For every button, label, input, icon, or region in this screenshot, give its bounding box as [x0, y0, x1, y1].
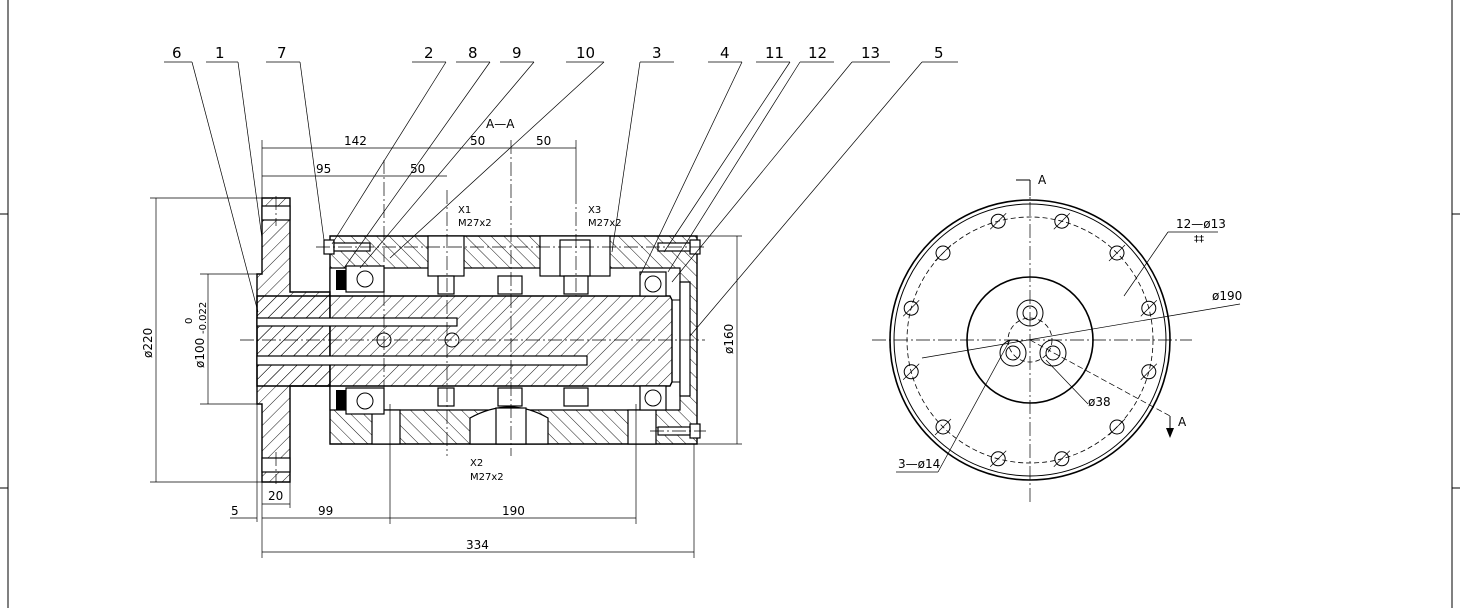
- dim-dia100: ø100: [193, 338, 207, 368]
- dim-dia100-tol-upper: 0: [184, 318, 195, 324]
- bolt-hole-centerline: [1108, 418, 1126, 436]
- port-x2-thread: M27x2: [470, 472, 504, 483]
- port-x1-thread: M27x2: [458, 218, 492, 229]
- holes-callout: 12—ø13: [1176, 217, 1226, 231]
- dim-142: 142: [344, 134, 367, 148]
- port-x1-name: X1: [458, 205, 471, 216]
- balloon-4: 4: [720, 44, 730, 62]
- port-x1-boss: [427, 235, 465, 277]
- bolt-hole-centerline: [1140, 363, 1158, 381]
- cut-label-bottom: A: [1178, 415, 1187, 429]
- dim-dia220: ø220: [141, 328, 155, 358]
- cut-label-top: A: [1038, 173, 1047, 187]
- pcd-label: ø190: [1212, 289, 1242, 303]
- balloon-5: 5: [934, 44, 944, 62]
- bolt-hole: [1054, 451, 1070, 467]
- center-dia-label: ø38: [1088, 395, 1111, 409]
- dim-dia160: ø160: [722, 324, 736, 354]
- port-x3-thread: M27x2: [588, 218, 622, 229]
- end-view-annotations: A A 12—ø13 ‡‡ ø190 ø38 3—ø14: [898, 173, 1242, 471]
- balloon-3: 3: [652, 44, 662, 62]
- balloon-11: 11: [765, 44, 784, 62]
- bolt-hole: [903, 300, 919, 316]
- leader-lines: [164, 61, 958, 337]
- dim-dia100-tol-lower: -0.022: [198, 302, 209, 334]
- dim-50-b: 50: [536, 134, 551, 148]
- section-view: [150, 140, 742, 558]
- balloon-1: 1: [215, 44, 225, 62]
- channel-2: [256, 355, 588, 366]
- dim-20: 20: [268, 489, 283, 503]
- dim-99: 99: [318, 504, 333, 518]
- bolt-hole-centerline: [1140, 299, 1158, 317]
- bearing-right-bottom: [639, 385, 667, 411]
- bolt-hole-centerline: [934, 418, 952, 436]
- bolt-hole: [1141, 300, 1157, 316]
- channel-1: [256, 317, 458, 327]
- section-annotations: A—A 142 50 50 95 50 5 20 99 190 334 ø220…: [141, 117, 736, 552]
- bearing-left-bottom: [336, 387, 385, 415]
- end-view-bolt-holes: [902, 212, 1158, 468]
- bolt-hole: [935, 245, 951, 261]
- dim-50-a: 50: [470, 134, 485, 148]
- dim-5: 5: [231, 504, 239, 518]
- bolt-hole: [1054, 213, 1070, 229]
- bearing-left-top: [336, 265, 385, 293]
- bolt-hole: [1109, 245, 1125, 261]
- bolt-hole-centerline: [902, 299, 920, 317]
- bolt-hole: [903, 364, 919, 380]
- ports-callout: 3—ø14: [898, 457, 940, 471]
- bolt-hole: [990, 451, 1006, 467]
- holes-sub: ‡‡: [1194, 234, 1204, 245]
- bolt-hole-centerline: [1053, 212, 1071, 230]
- balloon-labels: 6 1 7 2 8 9 10 3 4 11 12 13 5: [172, 44, 944, 62]
- bolt-hole: [935, 419, 951, 435]
- balloon-6: 6: [172, 44, 182, 62]
- bolt-hole: [990, 213, 1006, 229]
- end-view: [872, 179, 1241, 502]
- bolt-hole-centerline: [1108, 244, 1126, 262]
- bearing-right-top: [639, 271, 667, 297]
- balloon-7: 7: [277, 44, 287, 62]
- end-cap: [679, 281, 691, 397]
- dim-334: 334: [466, 538, 489, 552]
- section-label: A—A: [486, 117, 515, 131]
- port-x2-name: X2: [470, 458, 483, 469]
- balloon-13: 13: [861, 44, 880, 62]
- balloon-12: 12: [808, 44, 827, 62]
- balloon-8: 8: [468, 44, 478, 62]
- bolt-hole-centerline: [989, 212, 1007, 230]
- shaft: [256, 295, 673, 387]
- bolt-hole-centerline: [902, 363, 920, 381]
- bolt-hole-centerline: [934, 244, 952, 262]
- bolt-hole: [1141, 364, 1157, 380]
- balloon-9: 9: [512, 44, 522, 62]
- bolt-hole: [1109, 419, 1125, 435]
- balloon-10: 10: [576, 44, 595, 62]
- balloon-2: 2: [424, 44, 434, 62]
- port-x3-name: X3: [588, 205, 601, 216]
- dim-50-c: 50: [410, 162, 425, 176]
- dim-190: 190: [502, 504, 525, 518]
- bolt-hole-centerline: [1053, 450, 1071, 468]
- dim-95: 95: [316, 162, 331, 176]
- bolt-hole-centerline: [989, 450, 1007, 468]
